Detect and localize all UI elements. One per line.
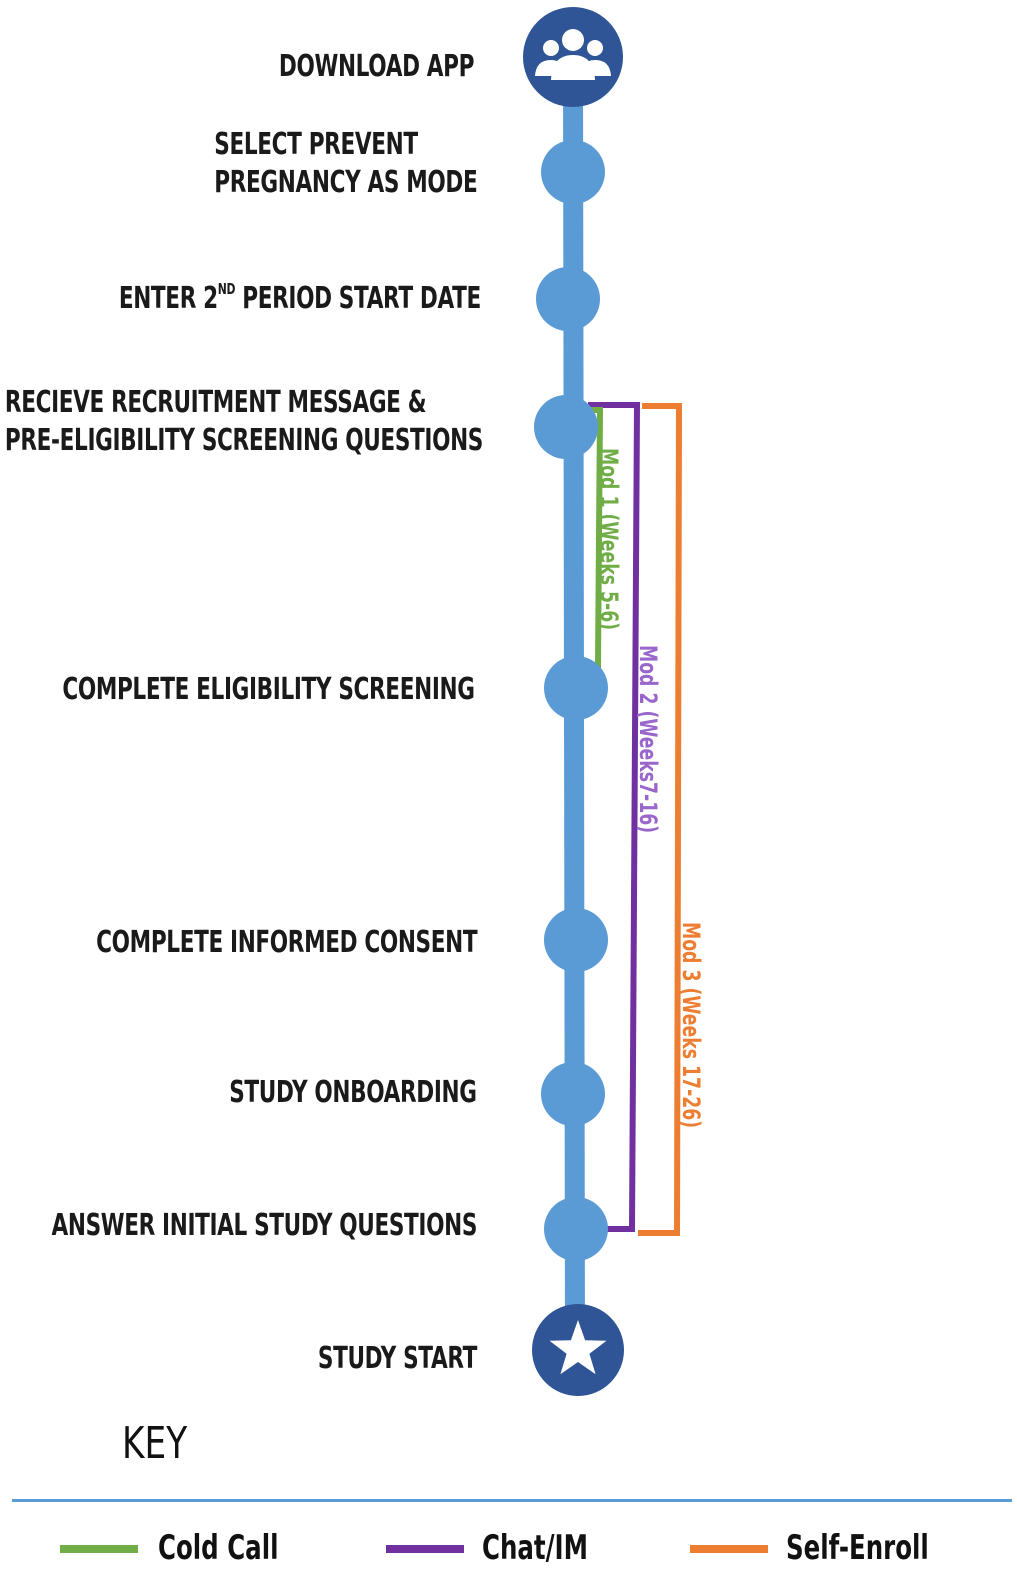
mod1-label: Mod 1 (Weeks 5-6): [595, 448, 623, 630]
legend-label-chat-im: Chat/IM: [482, 1528, 589, 1568]
key-title: KEY: [122, 1418, 188, 1469]
key-divider: [12, 1499, 1012, 1502]
end-node-start: [532, 1304, 624, 1396]
people-icon: [535, 29, 611, 80]
legend-label-self-enroll: Self-Enroll: [786, 1528, 929, 1568]
legend-swatch-chat-im: [386, 1545, 464, 1553]
mod3-label: Mod 3 (Weeks 17-26): [677, 922, 705, 1128]
step-label-period: ENTER 2ND PERIOD START DATE: [118, 280, 481, 316]
step-label-start: STUDY START: [317, 1341, 477, 1376]
node-consent: [544, 908, 608, 972]
step-label-onboarding: STUDY ONBOARDING: [229, 1075, 478, 1110]
legend-label-cold-call: Cold Call: [158, 1528, 279, 1568]
node-period: [536, 267, 600, 331]
step-label-recruit: RECIEVE RECRUITMENT MESSAGE & PRE-ELIGIB…: [4, 385, 483, 458]
star-icon: [549, 1320, 607, 1375]
node-initial-questions: [544, 1197, 608, 1261]
step-label-download: DOWNLOAD APP: [278, 49, 475, 84]
step-label-eligibility: COMPLETE ELIGIBILITY SCREENING: [62, 672, 476, 707]
legend-swatch-self-enroll: [690, 1545, 768, 1553]
node-eligibility: [544, 656, 608, 720]
step-label-select-mode: SELECT PREVENT PREGNANCY AS MODE: [213, 127, 477, 200]
node-recruit: [534, 395, 598, 459]
mod2-bracket: [588, 402, 641, 1232]
legend-swatch-cold-call: [60, 1545, 138, 1553]
step-label-initial-questions: ANSWER INITIAL STUDY QUESTIONS: [51, 1208, 477, 1243]
step-label-consent: COMPLETE INFORMED CONSENT: [95, 925, 477, 960]
mod3-bracket: [638, 403, 683, 1236]
mod2-label: Mod 2 (Weeks7-16): [634, 645, 662, 833]
node-onboarding: [541, 1062, 605, 1126]
timeline-graphic: Mod 1 (Weeks 5-6) Mod 2 (Weeks7-16) Mod …: [523, 7, 705, 1396]
start-node-download: [523, 7, 623, 107]
node-select-mode: [541, 140, 605, 204]
